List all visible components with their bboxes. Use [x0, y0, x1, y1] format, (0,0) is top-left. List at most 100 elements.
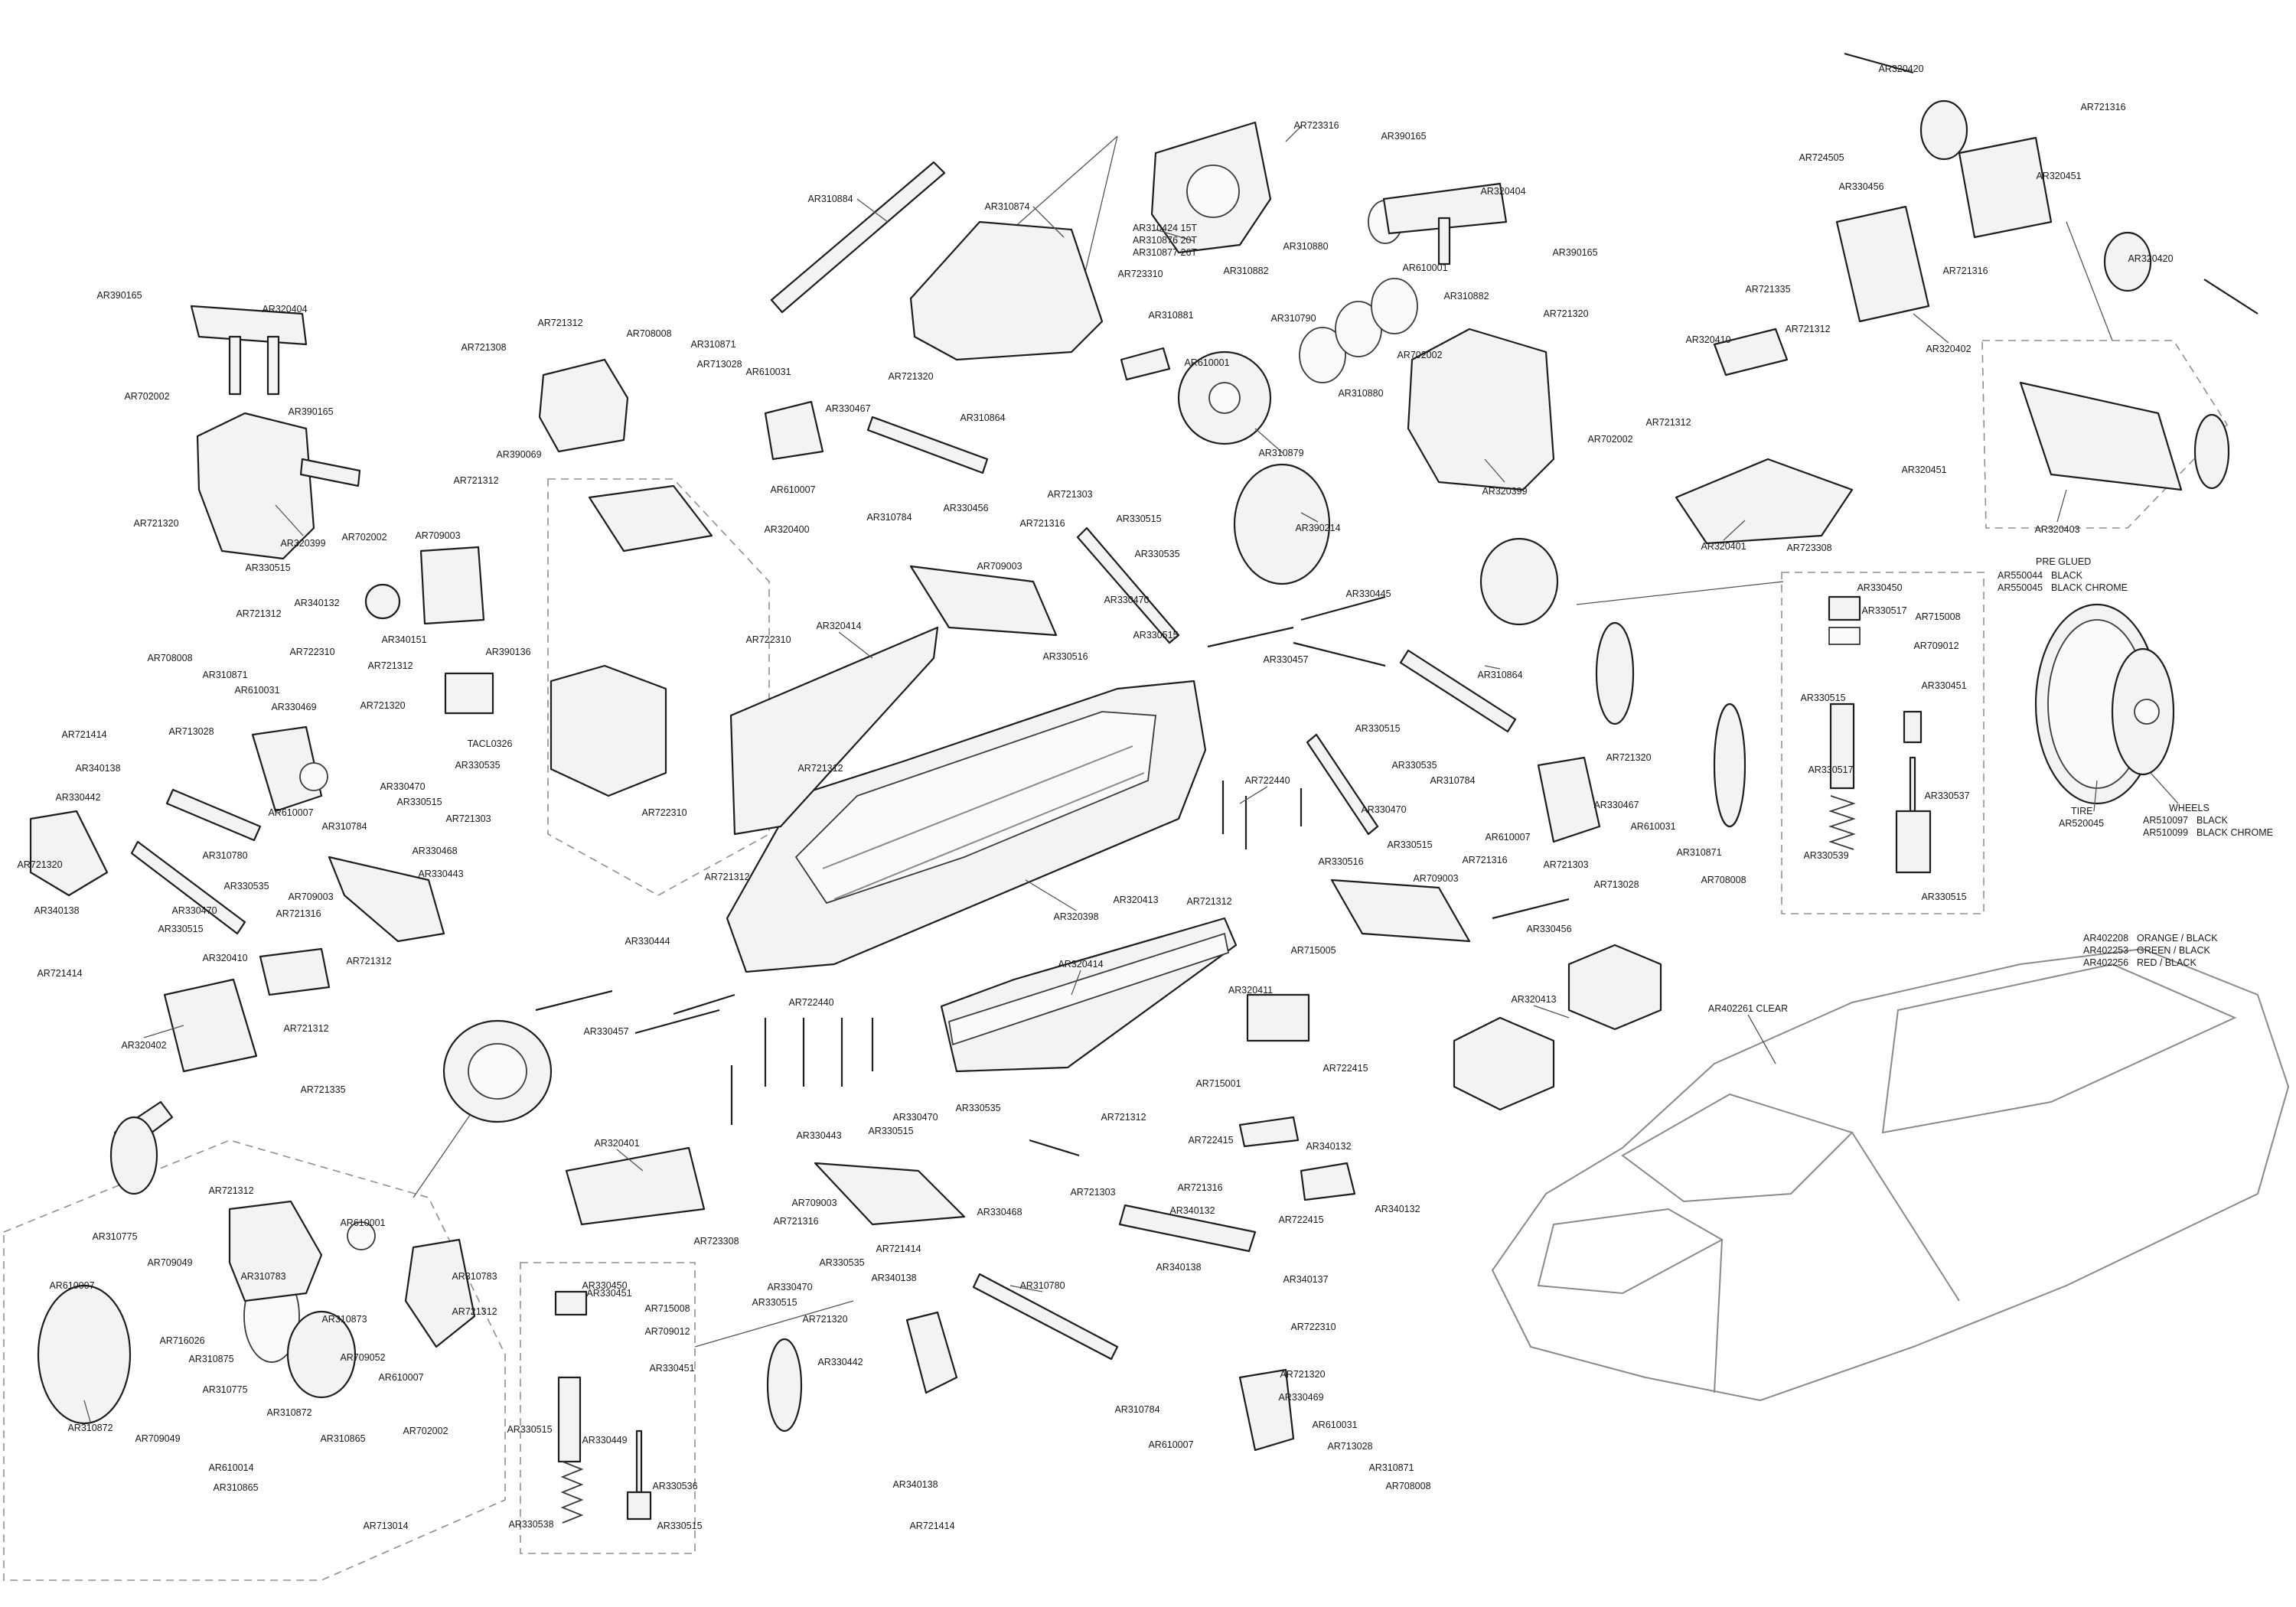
part-callout: AR310864: [960, 412, 1005, 423]
part-callout: AR330470: [1104, 595, 1149, 605]
part-callout: AR721312: [236, 608, 281, 619]
hinge-pin-5: [1492, 898, 1570, 920]
part-callout: AR716026: [159, 1335, 204, 1346]
part-callout: AR320401: [1701, 541, 1746, 552]
front-shock-body: [109, 1116, 158, 1195]
front-shock-spring: [560, 1461, 584, 1524]
front-camber-link: [299, 458, 361, 487]
front-shock-cap: [554, 1290, 588, 1316]
part-callout: AR715005: [1290, 945, 1336, 956]
part-callout: AR708008: [1385, 1481, 1430, 1491]
rear-arm-wheel: [2193, 413, 2230, 490]
rear-shock-cap: [1828, 595, 1861, 621]
part-callout: AR320420: [1878, 64, 1923, 74]
leader: [1009, 1285, 1043, 1292]
part-callout: AR721312: [367, 660, 413, 671]
part-callout: AR722440: [788, 997, 833, 1008]
hinge-pin-1: [1207, 626, 1294, 648]
part-callout: AR721312: [283, 1023, 328, 1034]
wheels-part-2: AR510099: [2143, 827, 2188, 838]
part-callout: AR709003: [288, 892, 333, 902]
body-outline: [1491, 947, 2290, 1402]
part-callout: AR709003: [791, 1198, 837, 1208]
part-callout: AR320420: [2128, 253, 2173, 264]
part-callout: AR310882: [1223, 266, 1268, 276]
rear-hub-left: [764, 400, 824, 461]
part-callout: AR310783: [240, 1271, 285, 1282]
part-callout: AR310877 26T: [1133, 247, 1197, 258]
part-callout: AR610007: [378, 1372, 423, 1383]
part-callout: AR713028: [168, 726, 214, 737]
wheels-label: WHEELS: [2169, 803, 2210, 813]
part-callout: AR610007: [268, 807, 313, 818]
part-callout: AR721316: [1942, 266, 1988, 276]
part-callout: AR721303: [445, 813, 491, 824]
part-callout: AR330537: [1924, 790, 1969, 801]
part-callout: AR320411: [1228, 985, 1273, 996]
part-callout: AR330515: [1800, 693, 1845, 703]
part-callout: AR709049: [135, 1433, 180, 1444]
part-callout: AR610007: [770, 484, 815, 495]
part-callout: AR330449: [582, 1435, 627, 1446]
rear-bumper-mount: [1713, 328, 1789, 376]
part-callout: AR320451: [2036, 171, 2081, 181]
part-callout: AR310864: [1477, 670, 1522, 680]
part-callout: AR721316: [1019, 518, 1065, 529]
part-callout: AR709049: [147, 1257, 192, 1268]
leader: [2056, 489, 2067, 523]
steering-servo-saver: [364, 583, 401, 620]
chassis-rail-2: [833, 772, 1145, 900]
front-lower-arm-right: [814, 1162, 966, 1226]
tire-wheel: [2034, 603, 2175, 805]
front-right-suspension: [565, 1146, 1295, 1452]
part-callout: AR330535: [1391, 760, 1437, 771]
part-callout: AR330515: [396, 797, 442, 807]
part-callout: AR310780: [202, 850, 247, 861]
part-callout: AR721308: [461, 342, 506, 353]
part-callout: AR702002: [1397, 350, 1442, 360]
front-lower-arm-left: [328, 856, 445, 943]
front-hub-bearing-left: [299, 762, 328, 791]
part-callout: AR310876 20T: [1133, 235, 1197, 246]
part-callout: AR310871: [1368, 1462, 1414, 1473]
part-callout: AR721312: [537, 318, 582, 328]
part-callout: AR320410: [202, 953, 247, 963]
receiver-box-lid: [588, 484, 713, 553]
body-color-1: ORANGE / BLACK: [2137, 933, 2218, 944]
hinge-pin-6: [1844, 52, 1914, 74]
leader: [143, 1025, 184, 1038]
rear-shock-exploded: [1828, 595, 1932, 874]
part-callout: AR330515: [1355, 723, 1400, 734]
part-callout: AR330516: [1318, 856, 1363, 867]
part-callout: AR702002: [403, 1426, 448, 1436]
part-callout: AR340137: [1283, 1274, 1328, 1285]
rear-left-suspension: [764, 400, 1180, 644]
steering-bellcrank-right: [1300, 1162, 1356, 1201]
part-callout: AR310879: [1258, 448, 1303, 458]
rear-bumper: [1835, 205, 1930, 323]
steering: [1118, 993, 1356, 1253]
center-diff-gear: [468, 1043, 527, 1100]
part-callout: AR310784: [1114, 1404, 1159, 1415]
part-callout: AR610014: [208, 1462, 253, 1473]
part-callout: AR340138: [34, 905, 79, 916]
part-callout: AR702002: [341, 532, 386, 543]
part-callout: AR330535: [1134, 549, 1179, 559]
part-callout: AR320451: [1901, 464, 1946, 475]
part-callout: AR702002: [124, 391, 169, 402]
leader: [1484, 665, 1501, 670]
part-callout: AR721316: [1462, 855, 1507, 865]
part-callout: AR721320: [17, 859, 62, 870]
part-callout: AR721303: [1070, 1187, 1115, 1198]
part-callout: AR330515: [868, 1126, 913, 1136]
part-callout: AR310865: [320, 1433, 365, 1444]
part-callout: AR320403: [2034, 524, 2079, 535]
part-callout: AR330451: [586, 1288, 631, 1299]
motor: [1233, 463, 1331, 585]
rear-wheel-small-1: [1919, 99, 1968, 161]
body-part-1: AR402208: [2083, 933, 2128, 944]
part-callout: AR310871: [1676, 847, 1721, 858]
part-callout: AR721320: [1606, 752, 1651, 763]
part-callout: AR310784: [866, 512, 912, 523]
part-callout: AR330467: [1593, 800, 1639, 810]
